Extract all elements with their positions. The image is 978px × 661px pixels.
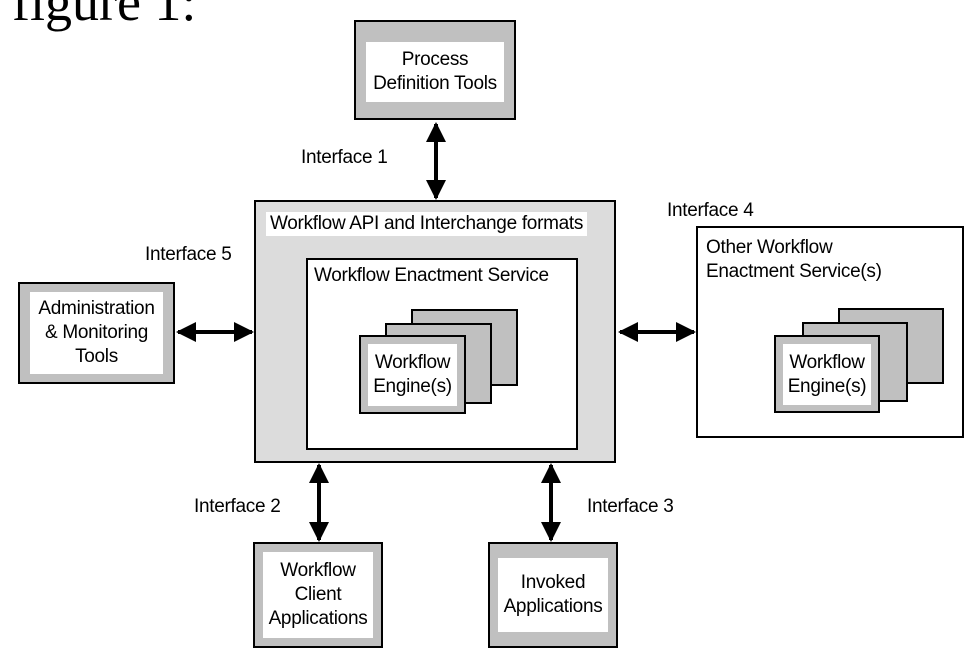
client-applications-label: Workflow Client Applications <box>268 560 368 629</box>
process-definition-tools-box: Process Definition Tools <box>354 20 516 120</box>
enactment-service-title: Workflow Enactment Service <box>314 264 549 288</box>
other-engine-stack-front: Workflow Engine(s) <box>774 335 880 413</box>
enactment-service-box: Workflow Enactment Service Workflow Engi… <box>306 258 578 450</box>
process-definition-tools-panel: Process Definition Tools <box>366 42 504 102</box>
interface-2-label: Interface 2 <box>194 496 281 517</box>
interface-3-label: Interface 3 <box>587 496 674 517</box>
process-definition-tools-label: Process Definition Tools <box>373 49 497 94</box>
engine-stack-front: Workflow Engine(s) <box>359 335 466 414</box>
invoked-applications-panel: Invoked Applications <box>498 558 608 632</box>
invoked-applications-box: Invoked Applications <box>488 542 618 648</box>
other-enactment-service-box: Other Workflow Enactment Service(s) Work… <box>696 226 964 438</box>
admin-monitoring-tools-box: Administration & Monitoring Tools <box>18 282 175 384</box>
invoked-applications-label: Invoked Applications <box>503 572 603 617</box>
other-enactment-service-title: Other Workflow Enactment Service(s) <box>706 237 882 282</box>
admin-monitoring-tools-panel: Administration & Monitoring Tools <box>30 292 163 374</box>
other-engine-label-panel: Workflow Engine(s) <box>783 344 871 405</box>
admin-monitoring-tools-label: Administration & Monitoring Tools <box>38 298 155 367</box>
interface-5-label: Interface 5 <box>145 244 232 265</box>
interface-1-label: Interface 1 <box>301 147 388 168</box>
client-applications-box: Workflow Client Applications <box>253 542 383 648</box>
client-applications-panel: Workflow Client Applications <box>263 552 373 638</box>
figure-caption: figure 1: <box>12 0 197 32</box>
workflow-api-box: Workflow API and Interchange formats Wor… <box>254 200 616 463</box>
engine-label-panel: Workflow Engine(s) <box>368 344 457 406</box>
workflow-api-title: Workflow API and Interchange formats <box>266 212 588 236</box>
other-engine-label: Workflow Engine(s) <box>787 351 867 397</box>
engine-label: Workflow Engine(s) <box>373 352 452 397</box>
interface-4-label: Interface 4 <box>667 200 754 221</box>
